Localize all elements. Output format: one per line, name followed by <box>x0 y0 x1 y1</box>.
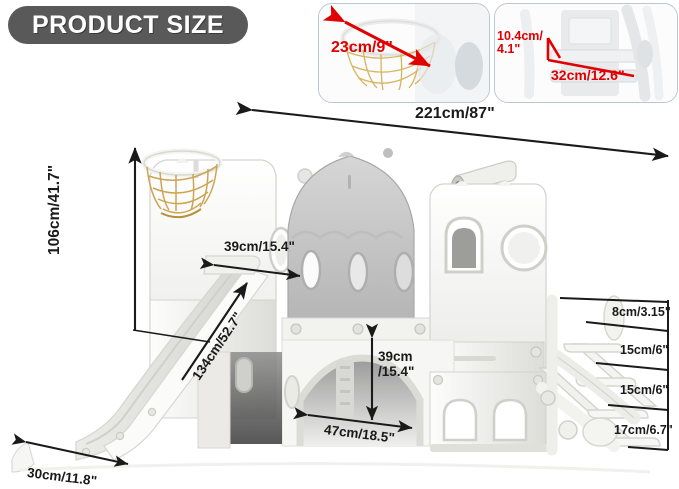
slide-width-label: 39cm/15.4" <box>224 239 295 254</box>
gray-castle-panel <box>281 148 453 341</box>
step-rise-3-label: 15cm/6" <box>620 383 669 397</box>
page-title-badge: PRODUCT SIZE <box>8 6 248 44</box>
step-depth-label: 10.4cm/ 4.1" <box>497 29 543 57</box>
step-leader-0 <box>559 297 669 303</box>
slide-chute <box>11 255 269 473</box>
telescope-tube <box>450 160 517 205</box>
page-title: PRODUCT SIZE <box>31 10 225 39</box>
slide-width-arrow <box>199 257 301 281</box>
step-rise-4-label: 17cm/6.7" <box>614 423 673 437</box>
overall-width-label: 221cm/87" <box>415 105 495 122</box>
step-leader-4 <box>627 446 669 451</box>
tunnel-width-label: 47cm/18.5" <box>323 422 396 446</box>
step-leader-3 <box>607 404 669 411</box>
slide-length-label: 134cm/52.7" <box>189 309 246 383</box>
step-width-label: 32cm/12.6" <box>551 67 625 83</box>
tunnel-height-label: 39cm /15.4" <box>378 349 415 379</box>
slide-base-arrow <box>11 433 129 467</box>
inset-ladder-step: 10.4cm/ 4.1" 32cm/12.6" <box>494 3 678 103</box>
step-rise-1-label: 8cm/3.15" <box>612 305 671 319</box>
right-tower <box>429 181 548 383</box>
step-rise-2-label: 15cm/6" <box>620 343 669 357</box>
left-tower <box>149 158 313 419</box>
hoop-diameter-label: 23cm/9" <box>331 39 393 56</box>
step-leader-1 <box>585 321 669 332</box>
slide-length-arrow <box>181 282 248 381</box>
basketball-hoop-art <box>141 148 223 219</box>
slide-base-label: 30cm/11.8" <box>26 465 98 489</box>
step-leader-2 <box>595 362 669 371</box>
right-lower-panel <box>429 371 550 452</box>
inset-basketball-hoop: 23cm/9" <box>318 3 490 103</box>
overall-height-label: 106cm/41.7" <box>46 164 63 255</box>
